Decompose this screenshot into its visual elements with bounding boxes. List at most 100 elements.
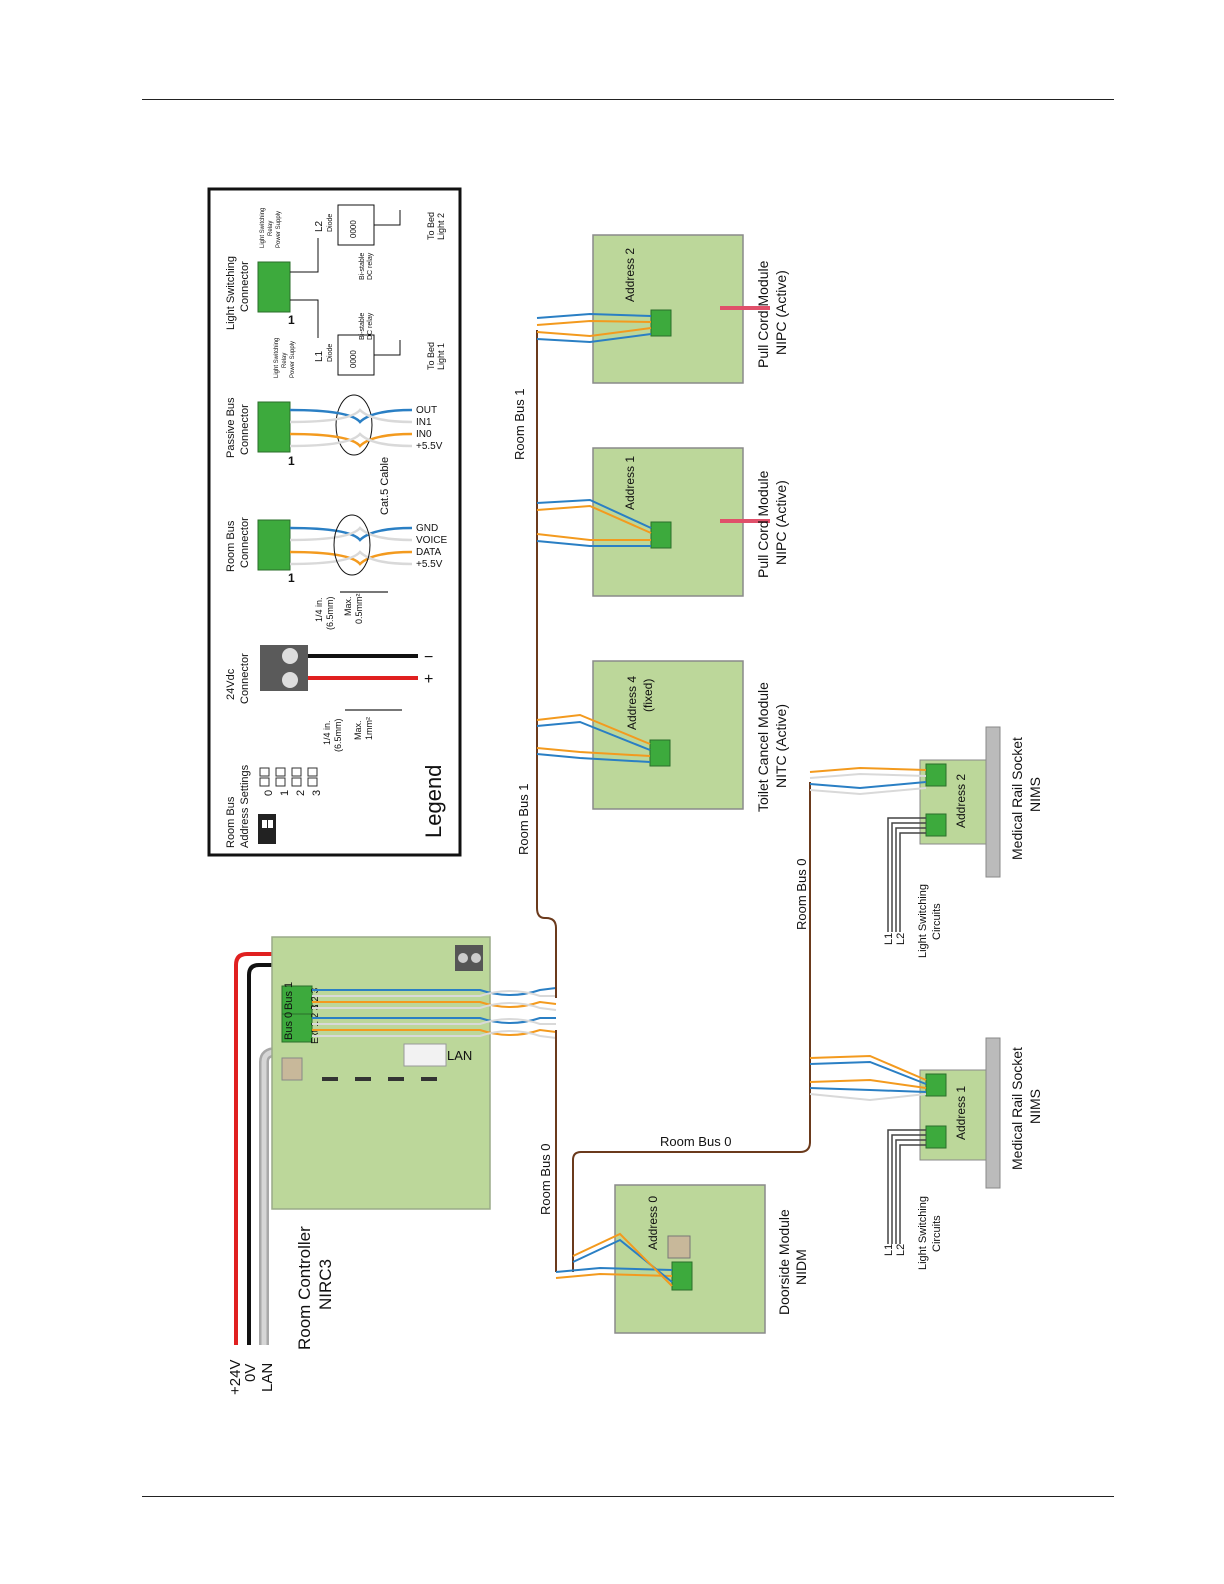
- rbc-line2: Connector: [239, 517, 251, 568]
- conn24-line2: Connector: [239, 653, 251, 704]
- pbc-signal-55v: +5.5V: [416, 441, 443, 452]
- r1-diode: Diode: [327, 344, 334, 362]
- r1-code: L1: [314, 350, 325, 362]
- bottom-rule: [142, 1496, 1114, 1497]
- r2-supply3: Power Supply: [276, 211, 282, 248]
- label-room-bus-1-top: Room Bus 1: [512, 388, 527, 460]
- label-room-bus-0-horizontal: Room Bus 0: [660, 1134, 732, 1149]
- room-bus-cables: [536, 330, 811, 1272]
- conn24-strip: 1/4 in.: [322, 720, 332, 745]
- passive-bus-connector-icon: [257, 401, 291, 453]
- label-pins-1: 1 2 3: [310, 987, 321, 1010]
- label-room-bus-0-vertical: Room Bus 0: [538, 1143, 553, 1215]
- medical-rail-1-address: Address 1: [954, 1086, 968, 1140]
- label-room-bus-0-upper: Room Bus 0: [794, 858, 809, 930]
- pbc-line1: Passive Bus: [225, 397, 237, 458]
- room-controller-title: Room Controller: [295, 1226, 314, 1350]
- pbc-pin: 1: [288, 454, 295, 468]
- label-plus24v: +24V: [227, 1360, 244, 1395]
- r2-supply1: Light Switching: [260, 208, 266, 248]
- rbc-signal-voice: VOICE: [416, 535, 447, 546]
- toilet-cancel-address: Address 4: [625, 676, 639, 730]
- mr1-circuits-1: Light Switching: [917, 1196, 929, 1270]
- mr1-l2: L2: [895, 1244, 907, 1256]
- pbc-line2: Connector: [239, 404, 251, 455]
- room-controller-model: NIRC3: [316, 1259, 335, 1310]
- mr2-l2: L2: [895, 933, 907, 945]
- r1-to1: To Bed: [426, 342, 436, 370]
- pbc-signal-in1: IN1: [416, 417, 432, 428]
- r2-relay: Bi-stable: [359, 253, 366, 280]
- doorside-module: Address 0 Doorside Module NIDM: [555, 1184, 809, 1334]
- label-0v: 0V: [242, 1364, 259, 1382]
- pull-cord-2-name: Pull Cord Module: [755, 260, 771, 368]
- medical-rail-2-name: Medical Rail Socket: [1009, 737, 1025, 860]
- pull-cord-1-module: Address 1 Pull Cord Module NIPC (Active): [536, 447, 789, 597]
- pull-cord-2-address: Address 2: [623, 248, 637, 302]
- cable-label: Cat.5 Cable: [379, 457, 391, 515]
- r2-supply2: Relay: [268, 221, 274, 236]
- minus-sign: −: [424, 649, 433, 666]
- mr1-l1: L1: [883, 1244, 895, 1256]
- r1-relay: Bi-stable: [359, 313, 366, 340]
- medical-rail-2-address: Address 2: [954, 774, 968, 828]
- plus24v-wire: [234, 952, 455, 1345]
- r1-supply2: Relay: [282, 353, 288, 368]
- room-bus-1-cable: [536, 330, 557, 998]
- label-bus0: Bus 0: [283, 1012, 295, 1040]
- toilet-cancel-name: Toilet Cancel Module: [755, 682, 771, 812]
- lsc-pin: 1: [288, 313, 295, 327]
- r2-code: L2: [314, 220, 325, 232]
- rbc-pin: 1: [288, 571, 295, 585]
- label-lan: LAN: [259, 1363, 276, 1392]
- top-rule: [142, 99, 1114, 100]
- mr2-circuits-1: Light Switching: [917, 884, 929, 958]
- controller-bus-wires: [312, 987, 557, 1039]
- r1-coil: 0000: [349, 350, 358, 368]
- r1-relay2: DC relay: [367, 312, 374, 340]
- doorside-name: Doorside Module: [776, 1209, 792, 1315]
- dip-value-0: 0: [263, 790, 275, 796]
- label-lan-socket: LAN: [447, 1048, 472, 1063]
- plus-sign: +: [424, 671, 433, 688]
- address-settings-line2: Address Settings: [239, 764, 251, 848]
- r1-supply3: Power Supply: [290, 341, 296, 378]
- pull-cord-1-name: Pull Cord Module: [755, 470, 771, 578]
- rbc-signal-data: DATA: [416, 547, 442, 558]
- medical-rail-2-model: NIMS: [1027, 777, 1043, 812]
- pbc-signal-out: OUT: [416, 405, 437, 416]
- r1-supply1: Light Switching: [274, 338, 280, 378]
- medical-rail-2: Address 2 Medical Rail Socket NIMS L1 L2…: [809, 726, 1043, 958]
- rbc-line1: Room Bus: [225, 520, 237, 572]
- toilet-cancel-address-note: (fixed): [641, 679, 655, 712]
- label-room-bus-1-mid: Room Bus 1: [516, 783, 531, 855]
- conn24-max-value: 1mm²: [364, 717, 374, 740]
- conn24-strip-mm: (6.5mm): [333, 718, 343, 752]
- rbc-strip-mm: (6.5mm): [325, 596, 335, 630]
- rbc-max-value: 0.5mm²: [354, 593, 364, 624]
- medical-rail-1: Address 1 Medical Rail Socket NIMS L1 L2…: [809, 1037, 1043, 1270]
- mr2-circuits-2: Circuits: [931, 903, 943, 940]
- r2-coil: 0000: [349, 220, 358, 238]
- medical-rail-1-name: Medical Rail Socket: [1009, 1047, 1025, 1170]
- light-switching-connector-icon: [257, 261, 291, 313]
- address-settings-line1: Room Bus: [225, 796, 237, 848]
- medical-rail-1-model: NIMS: [1027, 1089, 1043, 1124]
- pull-cord-2-model: NIPC (Active): [773, 270, 789, 355]
- rbc-signal-gnd: GND: [416, 523, 438, 534]
- r2-diode: Diode: [327, 214, 334, 232]
- legend-title: Legend: [421, 765, 446, 838]
- lsc-line2: Connector: [239, 261, 251, 312]
- rbc-signal-55v: +5.5V: [416, 559, 443, 570]
- dip-value-3: 3: [311, 790, 323, 796]
- r2-relay2: DC relay: [367, 252, 374, 280]
- r2-to1: To Bed: [426, 212, 436, 240]
- dip-value-2: 2: [295, 790, 307, 796]
- doorside-address: Address 0: [646, 1196, 660, 1250]
- label-bus1: Bus 1: [283, 982, 295, 1010]
- pull-cord-1-address: Address 1: [623, 456, 637, 510]
- rbc-strip: 1/4 in.: [314, 597, 324, 622]
- room-bus-connector-icon: [257, 519, 291, 571]
- bus1-connector: [281, 985, 313, 1015]
